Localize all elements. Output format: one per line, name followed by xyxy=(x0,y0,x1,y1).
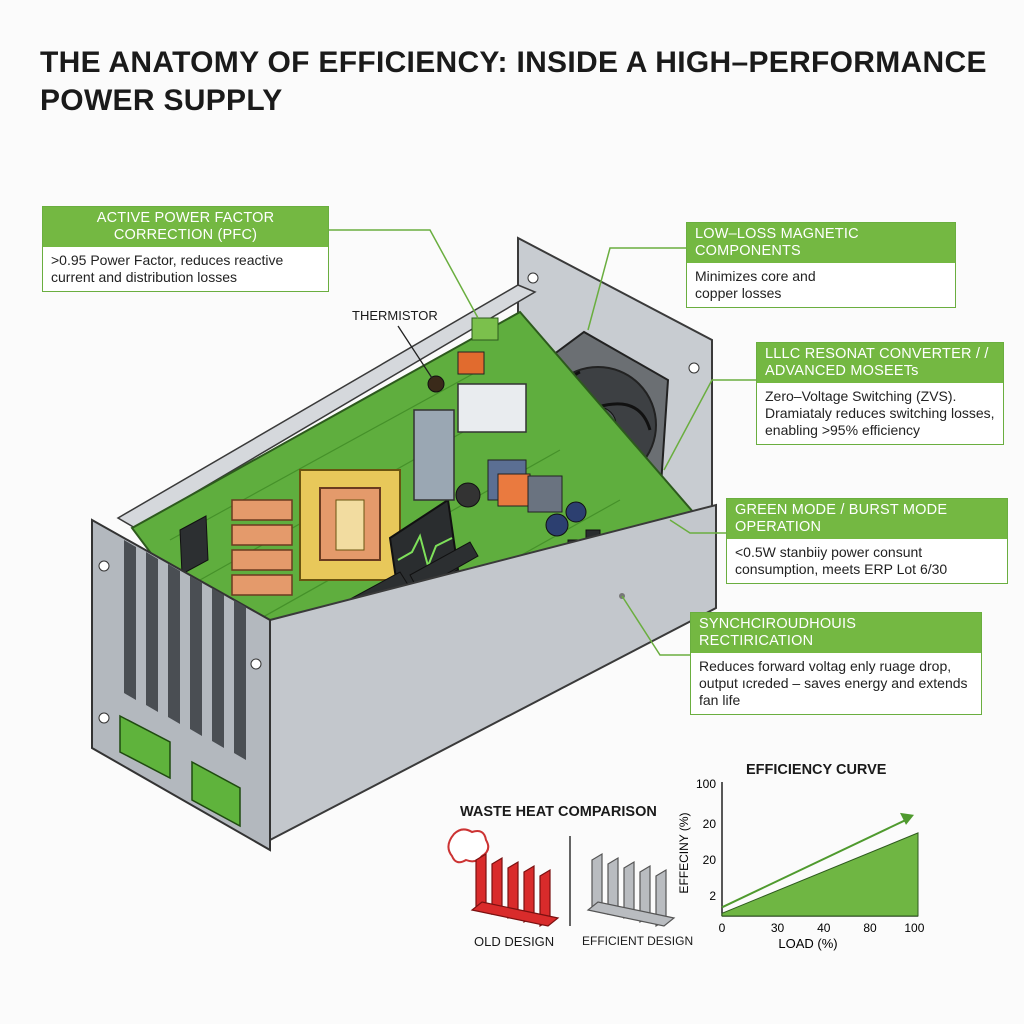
old-design-label: OLD DESIGN xyxy=(474,934,555,949)
efficient-design-label: EFFICIENT DESIGN xyxy=(582,934,694,948)
trend-arrowhead xyxy=(900,812,914,825)
callout-pfc-heading: ACTIVE POWER FACTOR CORRECTION (PFC) xyxy=(43,207,328,247)
trend-arrow xyxy=(721,818,909,909)
old-heatsink-icon xyxy=(470,852,560,928)
y-axis-label: EFFECINY (%) xyxy=(677,812,691,893)
callout-llc-heading: LLLC RESONAT CONVERTER / / ADVANCED MOSE… xyxy=(757,343,1003,383)
callout-sync-rect-heading: SYNCHCIROUDHOUIS RECTIRICATION xyxy=(691,613,981,653)
callout-magnetics-body: Minimizes core and copper losses xyxy=(695,268,816,301)
waste-heat-title: WASTE HEAT COMPARISON xyxy=(460,804,657,820)
x-axis-label: LOAD (%) xyxy=(778,936,837,951)
callout-sync-rect: SYNCHCIROUDHOUIS RECTIRICATION Reduces f… xyxy=(690,612,982,715)
callout-llc: LLLC RESONAT CONVERTER / / ADVANCED MOSE… xyxy=(756,342,1004,445)
y-tick-label: 2 xyxy=(709,889,716,903)
waste-heat-graphic xyxy=(447,828,676,928)
chart-title: EFFICIENCY CURVE xyxy=(746,762,887,778)
front-plate xyxy=(91,518,271,852)
x-tick-label: 80 xyxy=(863,921,877,935)
callout-llc-body: Zero–Voltage Switching (ZVS). Dramiataly… xyxy=(765,388,995,438)
y-tick-label: 20 xyxy=(703,853,717,867)
callout-sync-rect-body: Reduces forward voltag enly ruage drop, … xyxy=(699,658,968,708)
x-tick-label: 100 xyxy=(904,921,924,935)
thermistor-label: THERMISTOR xyxy=(352,308,438,323)
callout-green-mode-body: <0.5W stanbiiy power consunt consumption… xyxy=(735,544,948,577)
efficient-heatsink-icon xyxy=(586,852,676,928)
callout-pfc: ACTIVE POWER FACTOR CORRECTION (PFC) >0.… xyxy=(42,206,329,292)
thermistor-component xyxy=(427,375,445,393)
terminal-connector-right xyxy=(191,760,241,828)
efficiency-area xyxy=(721,832,919,917)
y-tick-label: 100 xyxy=(696,777,716,791)
board-heatsink xyxy=(231,499,293,596)
callout-green-mode: GREEN MODE / BURST MODE OPERATION <0.5W … xyxy=(726,498,1008,584)
callout-pfc-body: >0.95 Power Factor, reduces reactive cur… xyxy=(51,252,284,285)
callout-green-mode-heading: GREEN MODE / BURST MODE OPERATION xyxy=(727,499,1007,539)
callout-magnetics: LOW–LOSS MAGNETIC COMPONENTS Minimizes c… xyxy=(686,222,956,308)
transformer xyxy=(299,469,401,581)
x-tick-label: 0 xyxy=(719,921,726,935)
x-tick-label: 30 xyxy=(771,921,785,935)
page-title: THE ANATOMY OF EFFICIENCY: INSIDE A HIGH… xyxy=(40,46,987,117)
callout-magnetics-heading: LOW–LOSS MAGNETIC COMPONENTS xyxy=(687,223,955,263)
terminal-connector-left xyxy=(119,714,171,780)
x-tick-label: 40 xyxy=(817,921,831,935)
y-tick-label: 20 xyxy=(703,817,717,831)
